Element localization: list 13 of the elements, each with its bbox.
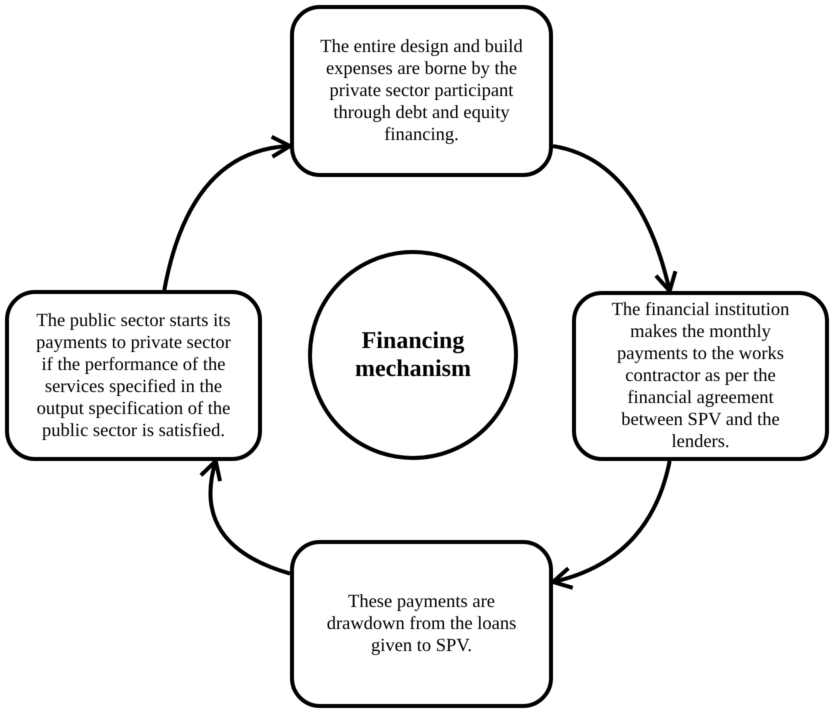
curved-arrow	[552, 144, 677, 293]
step-text: The entire design and build expenses are borne by the private sector participant through debt and equity financing.	[319, 36, 524, 146]
curved-arrow	[200, 459, 291, 576]
curved-arrow	[162, 136, 292, 290]
curved-arrow	[551, 460, 672, 589]
step-box	[290, 5, 553, 177]
step-text: The financial institution makes the monthly payments to the works contractor as per the financial agreement between SPV and the lenders.	[610, 299, 790, 453]
step-text: These payments are drawdown from the loans given to SPV.	[326, 591, 518, 657]
step-box	[290, 540, 553, 708]
step-text: The public sector starts its payments to private sector if the performance of the services specified in the output specification of the public sector is satisfied.	[35, 310, 232, 442]
center-title: Financing mechanism	[354, 327, 472, 383]
step-box	[5, 290, 262, 461]
step-box	[572, 291, 829, 461]
